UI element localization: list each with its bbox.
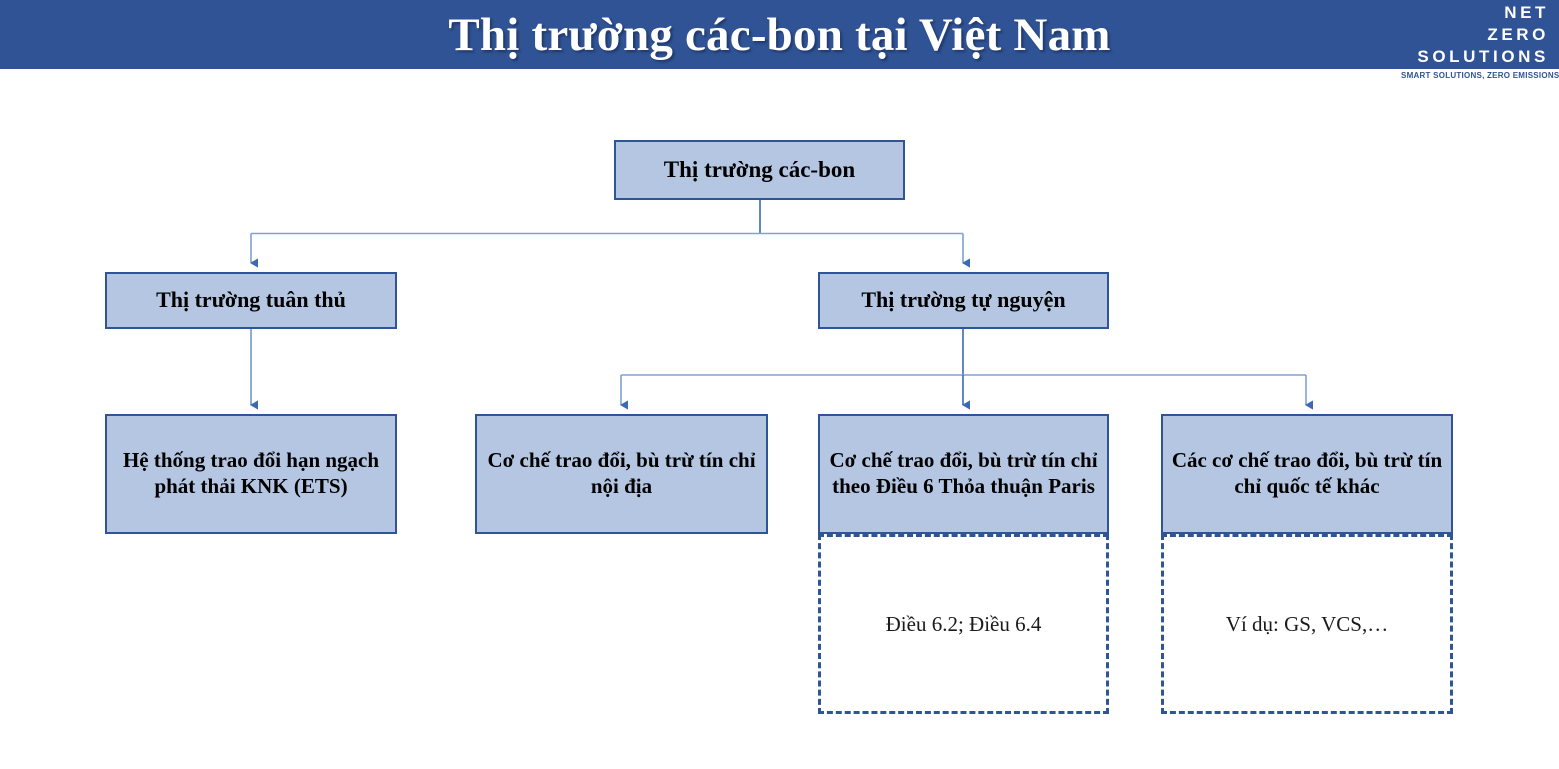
- node-paris-article6-mechanism[interactable]: Cơ chế trao đổi, bù trừ tín chỉ theo Điề…: [818, 414, 1109, 534]
- node-ets-scheme[interactable]: Hệ thống trao đổi hạn ngạch phát thải KN…: [105, 414, 397, 534]
- page-title: Thị trường các-bon tại Việt Nam: [448, 8, 1111, 61]
- node-other-international-mechanisms[interactable]: Các cơ chế trao đổi, bù trừ tín chỉ quốc…: [1161, 414, 1453, 534]
- logo-line-zero: ZERO: [1487, 25, 1549, 44]
- note-paris-articles: Điều 6.2; Điều 6.4: [818, 534, 1109, 714]
- logo-line-net: NET: [1504, 3, 1549, 22]
- node-voluntary-market[interactable]: Thị trường tự nguyện: [818, 272, 1109, 329]
- logo-line-solutions: SOLUTIONS: [1417, 47, 1549, 66]
- node-carbon-market-root[interactable]: Thị trường các-bon: [614, 140, 905, 200]
- node-compliance-market[interactable]: Thị trường tuân thủ: [105, 272, 397, 329]
- header-banner: [0, 0, 1559, 69]
- node-domestic-credit-mechanism[interactable]: Cơ chế trao đổi, bù trừ tín chỉ nội địa: [475, 414, 768, 534]
- carbon-market-diagram: Thị trường các-bon Thị trường tuân thủ T…: [0, 69, 1559, 769]
- logo-tagline: SMART SOLUTIONS, ZERO EMISSIONS: [1401, 71, 1559, 80]
- note-international-examples: Ví dụ: GS, VCS,…: [1161, 534, 1453, 714]
- connector-layer: [249, 200, 1313, 410]
- brand-logo: NET ZERO SOLUTIONS SMART SOLUTIONS, ZERO…: [1401, 2, 1559, 82]
